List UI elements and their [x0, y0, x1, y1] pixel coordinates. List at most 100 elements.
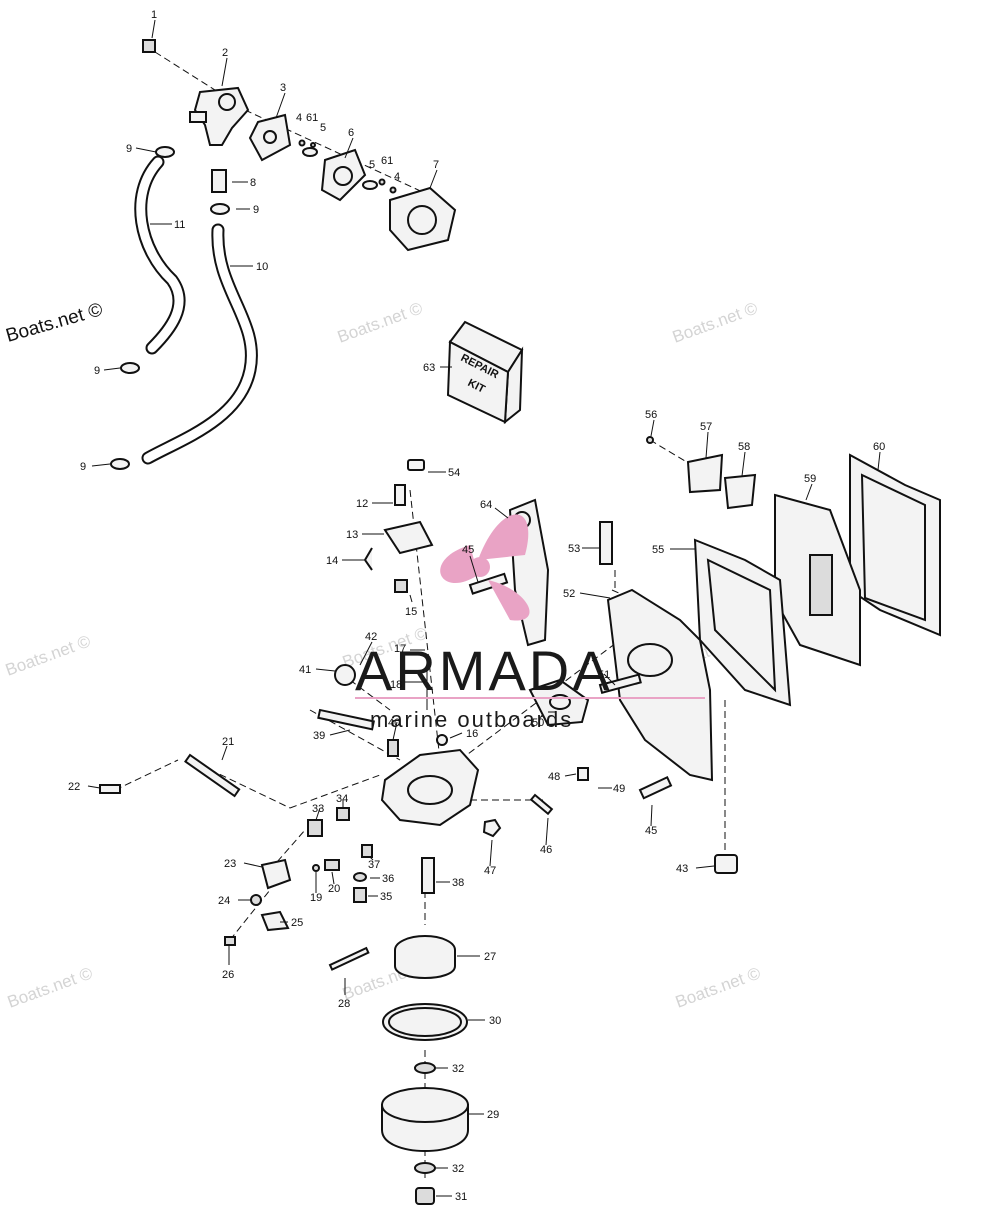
watermark: Boats.net ©	[335, 298, 426, 346]
callout-40: 40	[388, 717, 400, 729]
callout-29: 29	[487, 1109, 499, 1121]
clip-25	[260, 910, 290, 932]
callout-4: 4	[296, 112, 302, 124]
cover-center	[407, 205, 437, 235]
nut-15	[394, 579, 408, 593]
callout-9: 9	[80, 461, 86, 473]
float-bowl-rim	[381, 1087, 469, 1123]
part-16	[436, 734, 448, 746]
valve-5b	[362, 180, 378, 190]
callout-46: 46	[540, 844, 552, 856]
pin-28	[328, 946, 370, 971]
callout-58: 58	[738, 441, 750, 453]
callout-47: 47	[484, 865, 496, 877]
callout-32: 32	[452, 1163, 464, 1175]
callout-22: 22	[68, 781, 80, 793]
callout-5: 5	[369, 159, 375, 171]
carburetor-body-group	[99, 664, 589, 946]
ball-4a	[298, 139, 306, 147]
watermark: Boats.net ©	[673, 963, 764, 1011]
reed-stop-57	[686, 453, 724, 494]
callout-11: 11	[174, 219, 185, 231]
callout-50: 50	[532, 717, 544, 729]
callout-63: 63	[423, 362, 435, 374]
callout-4: 4	[394, 171, 400, 183]
callout-17: 17	[394, 643, 406, 655]
washer-32b	[414, 1162, 436, 1174]
callout-61: 61	[381, 155, 393, 167]
callout-56: 56	[645, 409, 657, 421]
carburetor-throat	[407, 775, 453, 805]
callout-8: 8	[250, 177, 256, 189]
callout-1: 1	[151, 9, 157, 21]
watermark: Boats.net ©	[3, 631, 94, 679]
gasket-hole	[263, 130, 277, 144]
callout-48: 48	[548, 771, 560, 783]
fuel-pump-group	[142, 39, 457, 252]
callout-61: 61	[306, 112, 318, 124]
screw-12	[394, 484, 406, 506]
logo-brand: ARMADA	[355, 639, 613, 702]
screw-54	[407, 459, 425, 471]
callout-52: 52	[563, 588, 575, 600]
callout-38: 38	[452, 877, 464, 889]
callout-37: 37	[368, 859, 380, 871]
callout-14: 14	[326, 555, 338, 567]
callout-64: 64	[480, 499, 492, 511]
callout-55: 55	[652, 544, 664, 556]
callout-16: 16	[466, 728, 478, 740]
cam-41	[334, 664, 356, 686]
valve-5a	[302, 147, 318, 157]
callout-3: 3	[280, 82, 286, 94]
hose-clamp-9b	[210, 203, 230, 215]
screw-56	[646, 436, 654, 444]
screw-1	[142, 39, 156, 53]
callout-33: 33	[312, 803, 324, 815]
plug-43	[714, 854, 738, 874]
callout-30: 30	[489, 1015, 501, 1027]
spring-61a	[310, 142, 316, 148]
reed-petals	[809, 554, 833, 616]
callout-51: 51	[598, 669, 610, 681]
watermark-site-label: Boats.net ©	[4, 299, 105, 347]
hose-clamp-9c	[120, 362, 140, 374]
callout-12: 12	[356, 498, 368, 510]
hose-clamp-9a	[155, 146, 175, 158]
gasket-55-inner	[706, 558, 777, 693]
callout-13: 13	[346, 529, 358, 541]
callout-7: 7	[433, 159, 439, 171]
diaphragm-center	[333, 166, 353, 186]
watermark: Boats.net ©	[5, 963, 96, 1011]
bracket-13	[383, 520, 434, 555]
callout-21: 21	[222, 736, 234, 748]
callout-10: 10	[256, 261, 268, 273]
callout-57: 57	[700, 421, 712, 433]
float-27	[394, 950, 456, 979]
callout-23: 23	[224, 858, 236, 870]
spring-20	[324, 859, 340, 871]
callout-59: 59	[804, 473, 816, 485]
callout-39: 39	[313, 730, 325, 742]
callout-28: 28	[338, 998, 350, 1010]
callout-36: 36	[382, 873, 394, 885]
shaft-39	[317, 708, 375, 731]
callout-31: 31	[455, 1191, 467, 1203]
logo-propeller-blade	[488, 580, 530, 621]
ball-19	[312, 864, 320, 872]
callout-19: 19	[310, 892, 322, 904]
callout-45: 45	[645, 825, 657, 837]
callout-2: 2	[222, 47, 228, 59]
armada-logo: ARMADA marine outboards	[355, 514, 705, 732]
clip-14	[363, 547, 373, 571]
screw-37	[361, 844, 373, 858]
callout-18: 18	[390, 679, 402, 691]
pin-53	[599, 521, 613, 565]
needle-38	[421, 857, 435, 894]
bowl-screw-31	[415, 1187, 435, 1205]
callout-labels: 1 2 3 4 61 5 6 5 61 4 7 8 9 9 9 9 10 11 …	[68, 9, 885, 1203]
fuel-hoses	[110, 146, 258, 470]
callout-34: 34	[336, 793, 348, 805]
screw-33	[307, 819, 323, 837]
callout-24: 24	[218, 895, 230, 907]
callout-26: 26	[222, 969, 234, 981]
